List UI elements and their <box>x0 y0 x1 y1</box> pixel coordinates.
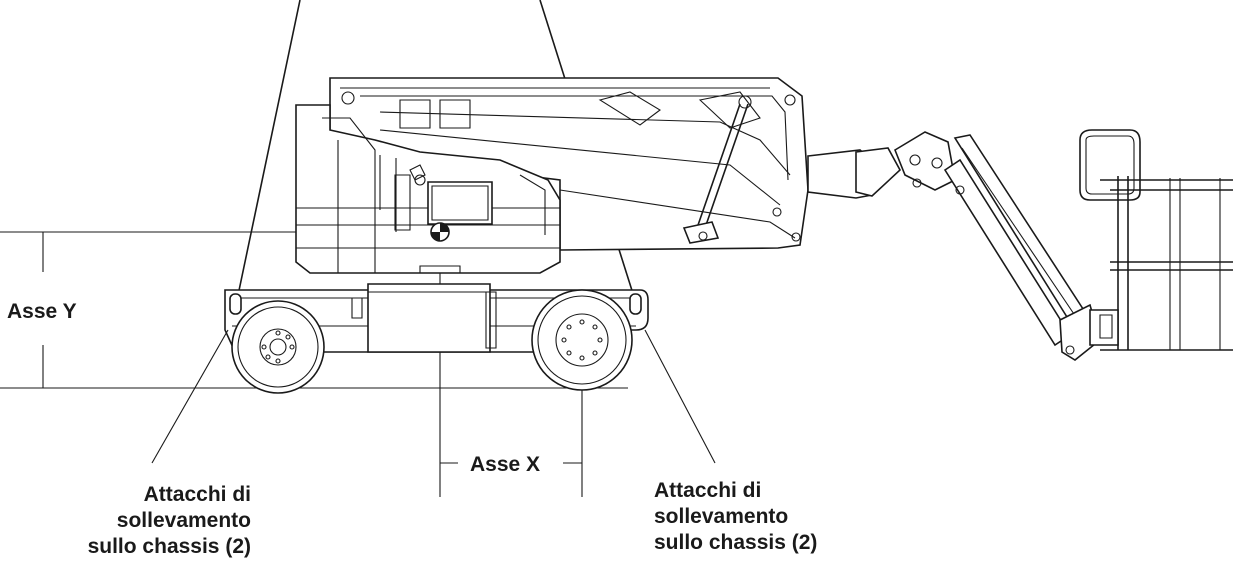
center-of-gravity-marker <box>430 222 450 242</box>
left-callout-line-1: Attacchi di <box>143 483 251 506</box>
left-callout-line-2: sollevamento <box>116 509 251 532</box>
turntable-body <box>295 104 561 274</box>
y-axis-label: Asse Y <box>7 300 77 323</box>
x-axis-label: Asse X <box>470 453 541 476</box>
rear-wheel <box>231 300 325 394</box>
left-lifting-sling <box>236 0 301 301</box>
right-callout-line-1: Attacchi di <box>654 479 762 502</box>
platform-basket <box>1079 129 1233 351</box>
right-callout-line-2: sollevamento <box>654 505 789 528</box>
right-callout-leader <box>644 329 716 464</box>
left-lift-points-callout: Attacchi di sollevamento sullo chassis (… <box>88 482 251 560</box>
right-callout-line-3: sullo chassis (2) <box>654 531 818 554</box>
left-callout-leader <box>151 329 229 464</box>
front-wheel <box>531 289 633 391</box>
jib-arm <box>807 131 1101 361</box>
right-lift-points-callout: Attacchi di sollevamento sullo chassis (… <box>654 478 817 556</box>
right-lifting-point <box>629 293 642 315</box>
left-lifting-point <box>229 293 242 315</box>
left-callout-line-3: sullo chassis (2) <box>87 535 251 558</box>
